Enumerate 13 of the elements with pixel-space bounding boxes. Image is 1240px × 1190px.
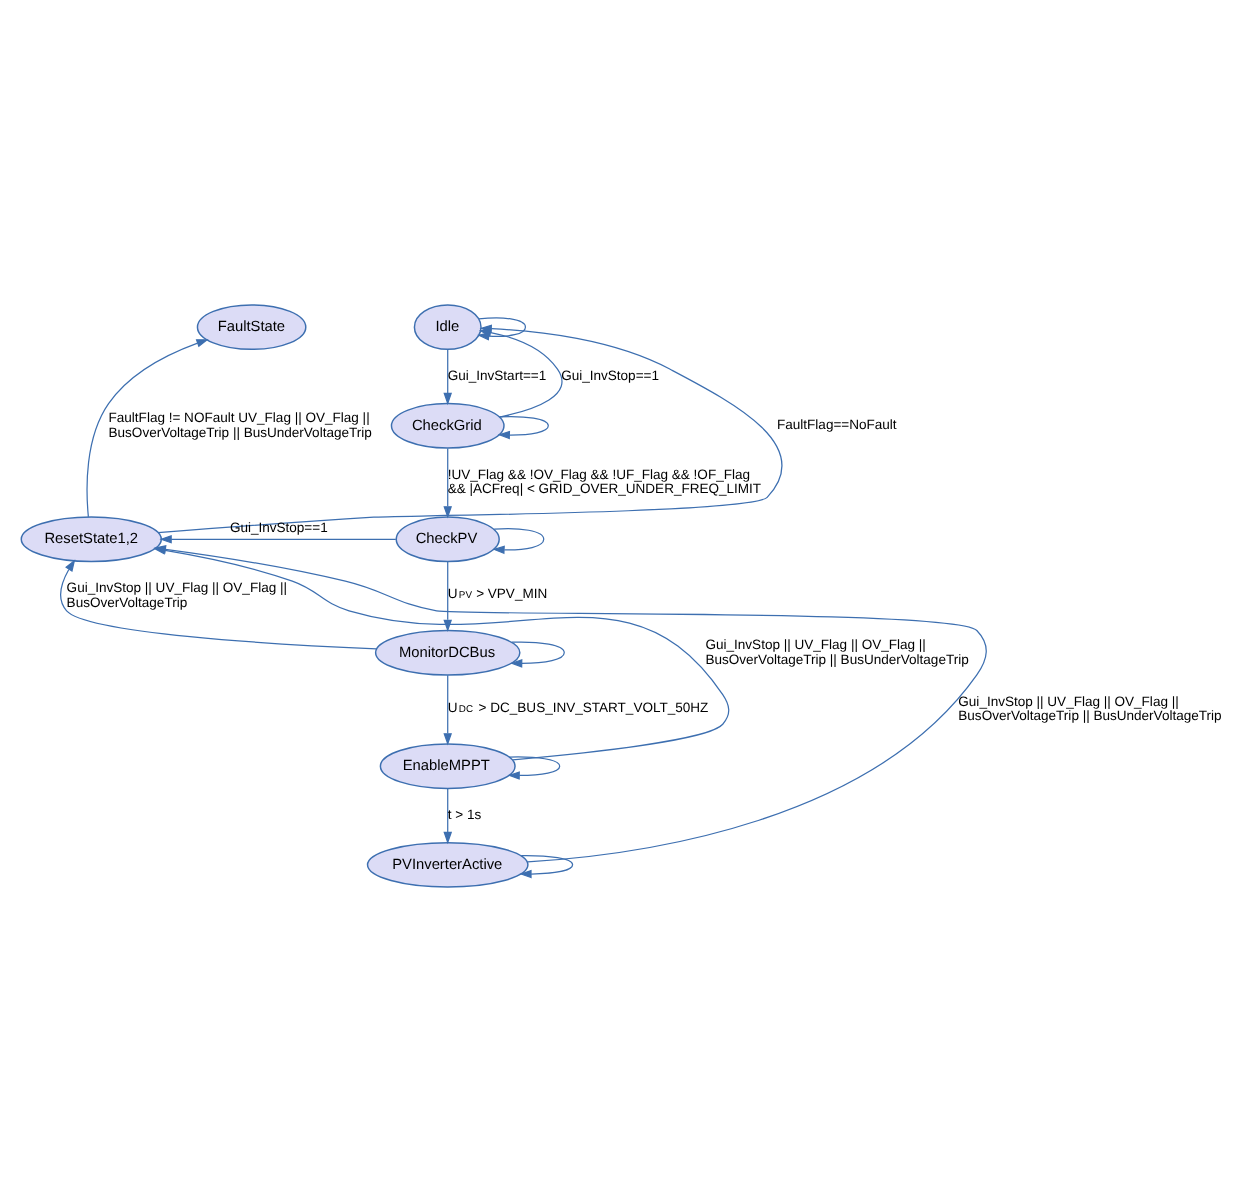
arrow [497, 414, 549, 439]
arrow [443, 560, 453, 631]
arrow [443, 673, 453, 745]
arrow [86, 338, 209, 517]
arrow [443, 446, 453, 518]
arrow [60, 558, 378, 649]
arrow [509, 640, 565, 667]
arrow [507, 755, 561, 779]
arrow [519, 854, 574, 878]
arrow [492, 527, 545, 554]
arrow [159, 533, 397, 543]
arrow [443, 787, 453, 844]
arrow [443, 348, 453, 405]
